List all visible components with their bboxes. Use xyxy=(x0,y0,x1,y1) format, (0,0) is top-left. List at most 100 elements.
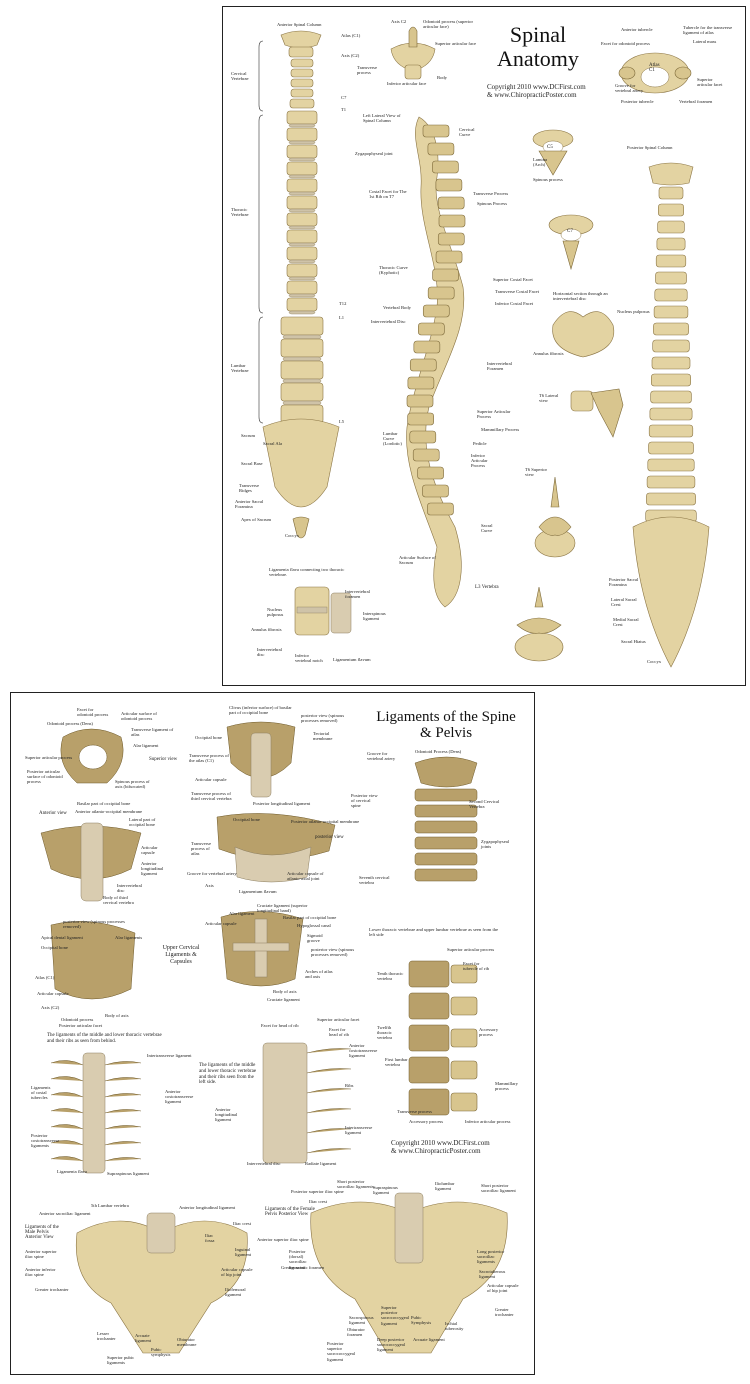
lateral-vertebra xyxy=(407,376,435,390)
thoracic-vertebra xyxy=(286,212,318,227)
copyright2: Copyright 2010 www.DCFirst.com & www.Chi… xyxy=(391,1139,521,1155)
p2-label-greater-trochanter: Greater trochanter xyxy=(35,1287,69,1292)
p2-label-ischial-tuberosity: Ischial tuberosity xyxy=(445,1321,464,1332)
spinal-anatomy-poster: Spinal Anatomy Copyright 2010 www.DCFirs… xyxy=(222,6,746,686)
p2-label-body-third-cervical: Body of third cervical vertebra xyxy=(103,895,134,906)
label-inferior-costal-facet: Inferior Costal Facet xyxy=(495,301,534,306)
label-anterior-sacral-foramina: Anterior Sacral Foramina xyxy=(235,499,264,510)
posterior-vertebra xyxy=(646,492,696,506)
posterior-vertebra xyxy=(655,254,687,268)
thoracic-vertebra xyxy=(286,178,318,193)
label-interspinous-ligament: Interspinous ligament xyxy=(363,611,386,622)
label-posterior-spinal-column: Posterior Spinal Column xyxy=(627,145,673,150)
label-atlas-c1-title: Atlas C1 xyxy=(649,63,660,74)
label-thoracic-vertebrae: Thoracic Vertebrae xyxy=(231,207,249,218)
p2-label-hypoglossal-canal: Hypoglossal canal xyxy=(297,923,331,928)
upper-cervical-posterior xyxy=(50,921,136,1000)
ligamenta-flava-illustration xyxy=(294,586,352,636)
p2-label-iliac-crest: Iliac crest xyxy=(233,1221,251,1226)
label-sacral-hiatus: Sacral Hiatus xyxy=(621,639,646,644)
rib xyxy=(306,1048,352,1054)
poster-title: Spinal Anatomy xyxy=(478,23,598,71)
p2-label-pubic-symphysis: Pubic symphysis xyxy=(151,1347,171,1358)
p2-label-basilar-part: Basilar part of occipital bone xyxy=(77,801,131,806)
p2-label-superior-articular-process2: Superior articular process xyxy=(447,947,495,952)
p2-label-obturator-membrane: Obturator membrane xyxy=(177,1337,197,1348)
lateral-vertebra xyxy=(422,304,450,318)
p2-label-groove-vertebral-artery2: Groove for vertebral artery xyxy=(367,751,396,762)
atlas-superior-illustration xyxy=(60,728,124,784)
thoracic-posterior-ribs xyxy=(50,1052,142,1174)
rib xyxy=(50,1156,84,1162)
p2-label-articular-capsule-atlanto: Articular capsule of atlanto-axial joint xyxy=(287,871,324,882)
rib xyxy=(306,1068,352,1074)
p2-label-odontoid-dens: Odontoid Process (Dens) xyxy=(415,749,462,754)
thoracic-vertebra xyxy=(286,229,318,244)
lateral-vertebra xyxy=(413,340,441,354)
intervertebral-disc xyxy=(282,334,322,340)
cervical-posterior-vertebra xyxy=(414,852,478,866)
p2-label-articular-capsule-cruciate: Articular capsule xyxy=(205,921,237,926)
label-c5: C5 xyxy=(547,145,553,150)
rib xyxy=(104,1077,142,1082)
label-t6-superior: T6 Superior view xyxy=(525,467,548,478)
p2-label-articular-capsule: Articular capsule xyxy=(195,777,227,782)
lateral-vertebra xyxy=(435,250,463,264)
process xyxy=(450,964,478,984)
p2-label-arcuate-ligament: Arcuate ligament xyxy=(135,1333,152,1344)
label-intervertebral-disc: Intervertebral Disc xyxy=(371,319,406,324)
p2-label-body-of-axis2: Body of axis xyxy=(273,989,297,994)
posterior-vertebra xyxy=(657,220,685,234)
p2-label-ligaments-middle-front: The ligaments of the middle and lower th… xyxy=(199,1063,257,1086)
label-anterior-spinal-column: Anterior Spinal Column xyxy=(277,22,322,27)
p2-label-groove-vertebral-artery: Groove for vertebral artery xyxy=(187,871,237,876)
p2-label-articular-surface-odontoid: Articular surface of odontoid process xyxy=(121,711,157,722)
intervertebral-disc xyxy=(288,208,316,213)
copyright: Copyright 2010 www.DCFirst.com & www.Chi… xyxy=(487,83,607,99)
p2-label-ligaments-female-pelvis: Ligaments of the Female Pelvis Posterior… xyxy=(265,1207,315,1218)
p2-label-sacrotuberous: Sacrotuberous ligament xyxy=(479,1269,506,1280)
p2-label-anterior-atlanto-occipital: Anterior atlanto-occipital membrane xyxy=(75,809,143,814)
lower-thoracic-vertebra xyxy=(408,1024,450,1052)
label-inferior-articular-face: Inferior articular face xyxy=(387,81,427,86)
p2-label-axis-c2: Axis (C2) xyxy=(41,1005,60,1010)
p2-label-articular-capsule-hip2: Articular capsule of hip joint xyxy=(487,1283,519,1294)
label-odontoid-process: Odontoid process (superior articular fac… xyxy=(423,19,474,30)
title2-line-1: Ligaments of the Spine xyxy=(376,709,516,725)
label-intervertebral-foramen: Intervertebral Foramen xyxy=(487,361,512,372)
label-medial-sacral-crest: Medial Sacral Crest xyxy=(613,617,639,628)
thoracic-vertebra xyxy=(286,246,318,261)
lumbar-vertebra xyxy=(280,382,324,402)
posterior-vertebra xyxy=(650,373,691,387)
p2-label-anterior-superior-iliac: Anterior superior iliac spine xyxy=(25,1249,57,1260)
p2-label-basilar-part2: Basilar part of occipital bone xyxy=(283,915,337,920)
poster2-illustrations xyxy=(40,721,508,1354)
label-spinous-process: Spinous process xyxy=(533,177,563,182)
process xyxy=(450,1092,478,1112)
lower-thoracic-vertebra xyxy=(408,960,450,988)
p2-label-anterior-view: Anterior view xyxy=(39,811,67,816)
posterior-vertebra xyxy=(654,288,688,302)
thoracic-vertebra xyxy=(286,127,318,142)
p2-label-ligaments-middle-lower: The ligaments of the middle and lower th… xyxy=(47,1033,162,1044)
p2-label-ligamentum-flavum: Ligamentum flavum xyxy=(239,889,277,894)
posterior-cervical-spine xyxy=(414,756,478,882)
lateral-vertebra xyxy=(417,466,444,480)
p2-label-cruciate-ligament2: Cruciate ligament xyxy=(267,997,300,1002)
p2-label-alar-ligament2: Alar ligament xyxy=(229,911,255,916)
p2-label-posterior-articular-surface: Posterior articular surface of odontoid … xyxy=(27,769,63,785)
label-facet-for-odontoid: Facet for odontoid process xyxy=(601,41,650,46)
intervertebral-disc xyxy=(288,276,316,281)
label-apex-of-sacrum: Apex of Sacrum xyxy=(241,517,272,522)
p2-label-transverse-process-t3: Transverse process of third cervical ver… xyxy=(191,791,232,802)
p2-label-superior-view: Superior view xyxy=(149,757,178,762)
p2-label-transverse-process-atlas: Transverse process of the atlas (C1) xyxy=(189,753,229,764)
lateral-vertebra xyxy=(438,214,466,228)
label-superior-articular-process: Superior Articular Process xyxy=(477,409,511,420)
rib xyxy=(50,1124,84,1130)
p2-label-tectorial-membrane: Tectorial membrane xyxy=(313,731,333,742)
p2-label-transverse-ligament: Transverse ligament of atlas xyxy=(131,727,174,738)
p2-label-zygapophyseal-joints: Zygapophyseal joints xyxy=(481,839,510,850)
poster2-title: Ligaments of the Spine & Pelvis xyxy=(361,709,531,741)
p2-label-superior-pubic: Superior pubic ligaments xyxy=(107,1355,135,1366)
